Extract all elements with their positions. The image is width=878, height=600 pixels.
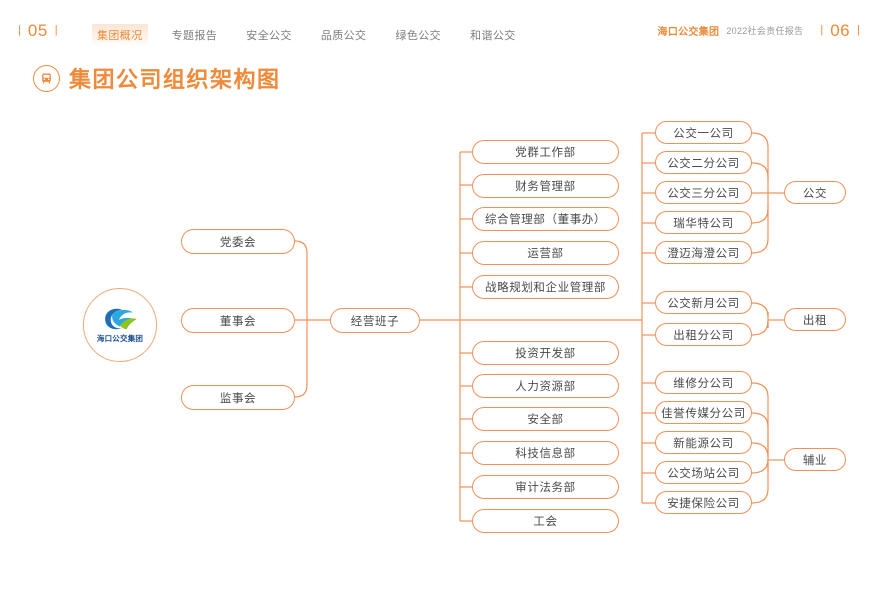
page-number-left-value: 05 (27, 21, 48, 40)
page-title-row: 集团公司组织架构图 (33, 62, 281, 94)
node-gonghui[interactable]: 工会 (472, 509, 619, 533)
node-gongjiaosanfengongsi[interactable]: 公交三分公司 (655, 181, 752, 204)
node-xinnengyuangongsi[interactable]: 新能源公司 (655, 431, 752, 454)
node-yunyingbu[interactable]: 运营部 (472, 241, 619, 265)
node-ruihuategongsi[interactable]: 瑞华特公司 (655, 211, 752, 234)
logo-text: 海口公交集团 (96, 334, 144, 343)
node-jingyingbanzi[interactable]: 经营班子 (330, 308, 420, 333)
node-weixiufengongsi[interactable]: 维修分公司 (655, 371, 752, 394)
bus-icon (33, 64, 60, 92)
page-number-right: 海口公交集团 2022社会责任报告 | 06 | (658, 22, 860, 39)
divider-left-a: | (18, 24, 21, 36)
logo-swirl-icon (105, 308, 137, 330)
node-anjiebaoxiangongsi[interactable]: 安捷保险公司 (655, 491, 752, 514)
node-gongjiaoerfengongsi[interactable]: 公交二分公司 (655, 151, 752, 174)
node-caiwuguanlibu[interactable]: 财务管理部 (472, 174, 619, 198)
node-touzikaifabu[interactable]: 投资开发部 (472, 341, 619, 365)
node-zhanlueguihuabu[interactable]: 战略规划和企业管理部 (472, 275, 619, 299)
node-gongjiaochangzhangongsi[interactable]: 公交场站公司 (655, 461, 752, 484)
page-title: 集团公司组织架构图 (69, 67, 281, 93)
nav-item-hexiegongjiao[interactable]: 和谐公交 (470, 30, 516, 42)
nav-item-pinzhigongjiao[interactable]: 品质公交 (320, 30, 367, 42)
node-anquanbu[interactable]: 安全部 (472, 407, 619, 431)
page-number-left: | 05 | (18, 22, 58, 39)
node-dangqungongzuobu[interactable]: 党群工作部 (472, 140, 619, 164)
page-number-right-value: 06 (830, 21, 851, 40)
group-label-chuzu[interactable]: 出租 (784, 308, 846, 331)
node-dangweihui[interactable]: 党委会 (181, 229, 295, 254)
divider-left-b: | (54, 24, 58, 36)
node-jianshihui[interactable]: 监事会 (181, 385, 295, 410)
node-gongjiaoyigongsi[interactable]: 公交一公司 (655, 121, 752, 144)
node-kejixinxibu[interactable]: 科技信息部 (472, 441, 619, 465)
nav-item-anquangongjiao[interactable]: 安全公交 (246, 30, 292, 42)
node-chengmaihaichenggongsi[interactable]: 澄迈海澄公司 (655, 241, 752, 264)
nav-item-zhuantibaogao[interactable]: 专题报告 (171, 30, 218, 42)
node-shenjifawubu[interactable]: 审计法务部 (472, 475, 619, 499)
nav-items: 集团概况 专题报告 安全公交 品质公交 绿色公交 和谐公交 (92, 24, 521, 46)
nav-item-jituangaikuang[interactable]: 集团概况 (92, 24, 148, 46)
top-navigation-bar: | 05 | 集团概况 专题报告 安全公交 品质公交 绿色公交 和谐公交 海口公… (0, 22, 878, 48)
node-dongshihui[interactable]: 董事会 (181, 308, 295, 333)
divider-right-a: | (820, 24, 824, 36)
node-zongheguanlibu[interactable]: 综合管理部（董事办） (472, 207, 619, 231)
divider-right-b: | (857, 24, 860, 36)
report-name: 2022社会责任报告 (726, 26, 804, 36)
nav-item-lvsegongjiao[interactable]: 绿色公交 (395, 30, 442, 42)
group-label-gongjiao[interactable]: 公交 (784, 181, 846, 204)
node-jiayuchuanmeifengongsi[interactable]: 佳誉传媒分公司 (655, 401, 752, 424)
brand-name: 海口公交集团 (657, 27, 720, 38)
node-gongjiaoxinyuegongsi[interactable]: 公交新月公司 (655, 291, 752, 314)
node-chuzufengongsi[interactable]: 出租分公司 (655, 323, 752, 346)
company-logo: 海口公交集团 (83, 288, 157, 362)
group-label-fuye[interactable]: 辅业 (784, 448, 846, 471)
node-renliziyuanbu[interactable]: 人力资源部 (472, 374, 619, 398)
